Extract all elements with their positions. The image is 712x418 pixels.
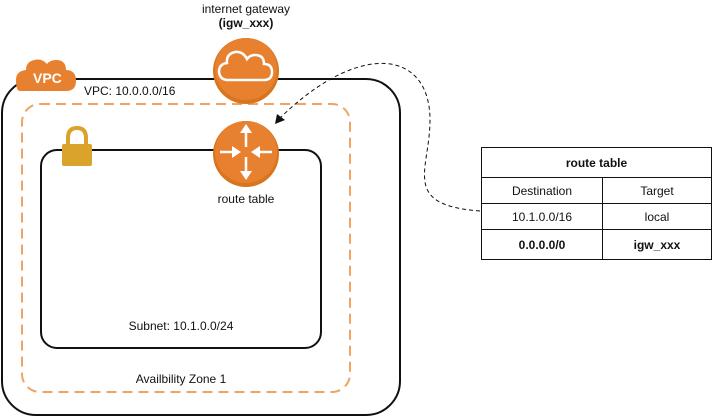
az-label: Availbility Zone 1	[135, 372, 227, 386]
vpc-boundary	[1, 78, 401, 416]
router-arrows-icon	[213, 121, 279, 187]
route-table-title: route table	[481, 147, 712, 178]
connector-arrowhead	[275, 114, 285, 124]
igw-name: (igw_xxx)	[218, 16, 274, 30]
table-row: 0.0.0.0/0 igw_xxx	[481, 229, 712, 260]
subnet-boundary	[40, 149, 322, 349]
column-header-target: Target	[602, 177, 712, 204]
cloud-icon	[213, 38, 279, 104]
az-boundary	[21, 103, 351, 393]
table-row: 10.1.0.0/16 local	[481, 203, 712, 230]
subnet-label: Subnet: 10.1.0.0/24	[128, 319, 234, 333]
route-destination: 10.1.0.0/16	[481, 203, 603, 230]
route-target: local	[602, 203, 712, 230]
dashed-connector	[275, 63, 481, 212]
route-destination: 0.0.0.0/0	[481, 229, 603, 260]
vpc-label: VPC: 10.0.0.0/16	[84, 84, 176, 98]
route-target: igw_xxx	[602, 229, 712, 260]
lock-icon	[62, 125, 92, 166]
router-label: route table	[217, 192, 275, 206]
vpc-cloud-badge-icon	[16, 59, 76, 91]
column-header-destination: Destination	[481, 177, 603, 204]
route-table-panel: route table Destination Target 10.1.0.0/…	[481, 147, 712, 260]
vpc-badge-label: VPC	[33, 70, 62, 86]
igw-title: internet gateway	[201, 2, 291, 16]
